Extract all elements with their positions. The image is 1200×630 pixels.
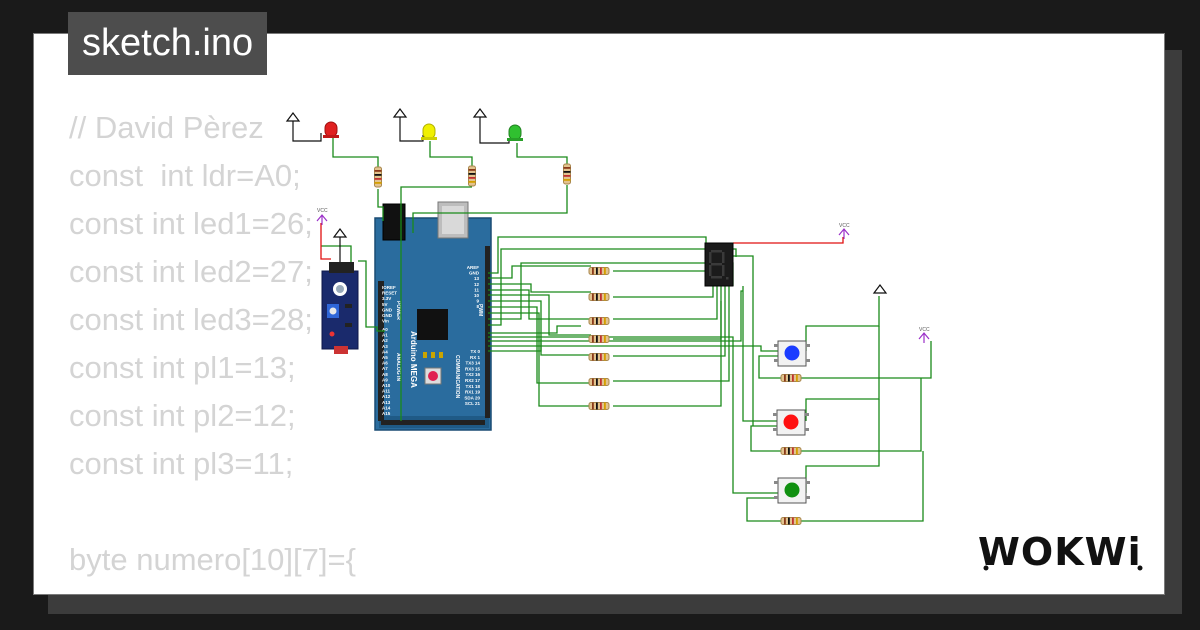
code-line: // David Pèrez xyxy=(69,110,264,145)
red-wires xyxy=(320,223,844,260)
code-line: const int ldr=A0; xyxy=(69,158,301,193)
resistor[interactable] xyxy=(374,166,382,188)
vcc-label: VCC xyxy=(919,327,930,333)
led-yellow[interactable] xyxy=(421,123,437,140)
pin-label: 12 xyxy=(474,282,480,287)
pushbutton-blue[interactable] xyxy=(774,340,810,367)
led-green[interactable] xyxy=(507,124,523,141)
pin-label: A9 xyxy=(382,377,388,382)
code-line: const int led3=28; xyxy=(69,302,313,337)
wires xyxy=(321,137,932,522)
pushbutton-green[interactable] xyxy=(774,477,810,504)
pin-label: RX1 19 xyxy=(465,390,481,395)
pushbutton-red[interactable] xyxy=(773,409,809,436)
code-line: const int led2=27; xyxy=(69,254,313,289)
circuit-diagram: Arduino MEGA POWER ANALOG IN COMMUNICATI… xyxy=(285,108,932,525)
ground-symbols xyxy=(285,108,888,294)
resistor[interactable] xyxy=(588,267,610,275)
analog-label: ANALOG IN xyxy=(395,353,401,381)
pin-label: 9 xyxy=(476,299,479,304)
wokwi-logo: WOKWi xyxy=(978,530,1143,574)
pin-label: SDA 20 xyxy=(464,395,480,400)
pin-label: 11 xyxy=(474,287,479,292)
resistor[interactable] xyxy=(588,353,610,361)
resistor[interactable] xyxy=(588,317,610,325)
pin-label: 5V xyxy=(382,302,388,307)
pin-label: A15 xyxy=(382,411,391,416)
pin-label: 13 xyxy=(474,276,480,281)
code-line: const int pl3=11; xyxy=(69,446,294,481)
code-editor: // David Pèrez const int ldr=A0; const i… xyxy=(69,104,356,584)
pin-label: TX2 16 xyxy=(465,372,480,377)
vcc-symbols: VCC VCC VCC xyxy=(316,208,930,343)
pin-label: RX 1 xyxy=(470,355,481,360)
pin-label: A1 xyxy=(382,333,388,338)
resistor[interactable] xyxy=(780,517,802,525)
resistor[interactable] xyxy=(588,335,610,343)
pin-label: AREF xyxy=(467,265,480,270)
pin-label: GND xyxy=(382,307,393,312)
pin-label: 8 xyxy=(476,304,479,309)
power-label: POWER xyxy=(395,301,401,320)
resistor[interactable] xyxy=(588,293,610,301)
resistor[interactable] xyxy=(780,447,802,455)
pin-label: IOREF xyxy=(382,285,396,290)
resistor[interactable] xyxy=(588,378,610,386)
pin-label: 10 xyxy=(474,293,480,298)
resistor[interactable] xyxy=(780,374,802,382)
pin-label: TX1 18 xyxy=(465,384,480,389)
pin-label: RESET xyxy=(382,291,397,296)
pin-label: A6 xyxy=(382,361,388,366)
pin-label: A0 xyxy=(382,327,388,332)
pin-label: A4 xyxy=(382,349,388,354)
code-line: byte numero[10][7]={ xyxy=(69,542,356,577)
arduino-mega-board[interactable]: Arduino MEGA POWER ANALOG IN COMMUNICATI… xyxy=(374,201,492,431)
pin-label: A13 xyxy=(382,400,391,405)
preview-card: // David Pèrez const int ldr=A0; const i… xyxy=(33,33,1165,595)
vcc-label: VCC xyxy=(839,223,850,229)
pin-label: A11 xyxy=(382,389,391,394)
pin-label: GND xyxy=(469,271,480,276)
resistors xyxy=(374,163,802,525)
ldr-sensor-module[interactable] xyxy=(321,262,359,354)
pin-label: Vin xyxy=(382,319,389,324)
pin-label: RX2 17 xyxy=(465,378,481,383)
code-line: const int led1=26; xyxy=(69,206,313,241)
pin-label: TX3 14 xyxy=(465,361,480,366)
board-name-label: Arduino MEGA xyxy=(409,331,418,388)
wokwi-logo-text: WOKWi xyxy=(978,530,1142,574)
pin-label: A10 xyxy=(382,383,391,388)
file-title-tab[interactable]: sketch.ino xyxy=(68,12,268,75)
communication-label: COMMUNICATION xyxy=(454,355,460,399)
seven-segment-display[interactable] xyxy=(704,242,734,287)
pwm-label: PWM xyxy=(477,304,483,316)
pin-label: A2 xyxy=(382,338,388,343)
pin-label: A14 xyxy=(382,405,391,410)
pin-label: TX 0 xyxy=(470,349,480,354)
pin-label: A5 xyxy=(382,355,388,360)
resistor[interactable] xyxy=(588,402,610,410)
code-line: const int pl2=12; xyxy=(69,398,296,433)
pin-label: GND xyxy=(382,313,393,318)
vcc-label: VCC xyxy=(317,208,328,214)
pin-label: A7 xyxy=(382,366,388,371)
resistor[interactable] xyxy=(563,163,571,185)
pin-label: RX3 15 xyxy=(465,366,481,371)
pin-label: A3 xyxy=(382,344,388,349)
code-line: const int pl1=13; xyxy=(69,350,296,385)
pin-label: SCL 21 xyxy=(465,401,481,406)
led-red[interactable] xyxy=(323,121,339,138)
pin-label: A8 xyxy=(382,372,388,377)
pin-label: 3.3V xyxy=(382,296,391,301)
resistor[interactable] xyxy=(468,165,476,187)
pin-label: A12 xyxy=(382,394,391,399)
